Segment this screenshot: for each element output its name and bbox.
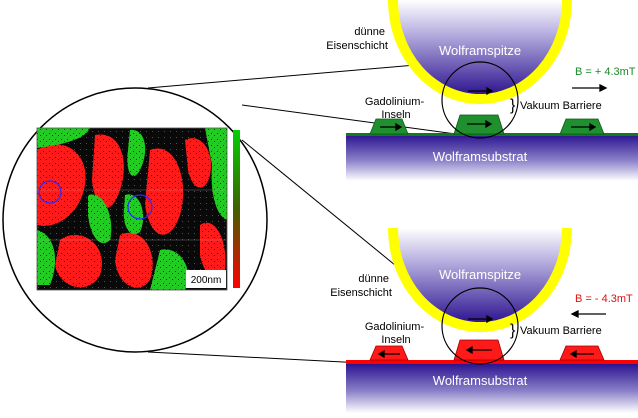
bottom-islands-label: Gadolinium- Inseln <box>365 321 427 346</box>
top-zoom-circle <box>441 61 519 139</box>
top-field-arrow <box>572 83 608 93</box>
top-barrier-brace: } <box>510 97 516 114</box>
bottom-substrate-label: Wolframsubstrat <box>433 373 528 388</box>
top-islands-label: Gadolinium- Inseln <box>365 96 427 121</box>
stm-image: 200nm <box>37 128 227 290</box>
bottom-field-label: B = - 4.3mT <box>575 293 633 305</box>
top-barrier-label: Vakuum Barriere <box>520 100 602 112</box>
top-tip <box>398 0 562 94</box>
marker-circle-right <box>127 194 153 220</box>
bottom-islands-line2: Inseln <box>381 334 410 346</box>
top-thin-layer-line1: dünne <box>354 26 385 38</box>
top-tip-label: Wolframspitze <box>439 43 521 58</box>
bottom-island-3 <box>559 345 605 361</box>
top-field-label: B = + 4.3mT <box>575 66 636 78</box>
top-islands-line1: Gadolinium- <box>365 96 425 108</box>
top-substrate-label: Wolframsubstrat <box>433 149 528 164</box>
top-thin-layer-label: dünne Eisenschicht <box>326 26 388 52</box>
bottom-zoom-circle <box>441 287 519 365</box>
bottom-thin-layer-line2: Eisenschicht <box>330 287 392 299</box>
scale-bar-label: 200nm <box>191 275 222 286</box>
top-panel: Wolframsubstrat Wolframspitze dünne Eise… <box>326 0 638 181</box>
marker-circle-left <box>38 180 62 204</box>
top-islands-line2: Inseln <box>381 109 410 121</box>
bottom-island-1 <box>369 345 409 361</box>
color-scale-bar <box>233 130 240 288</box>
bottom-panel: Wolframsubstrat Wolframspitze dünne Eise… <box>330 228 638 413</box>
bottom-tip <box>398 228 562 322</box>
bottom-tip-label: Wolframspitze <box>439 267 521 282</box>
top-substrate <box>346 135 638 181</box>
bottom-field-arrow <box>570 309 606 319</box>
bottom-thin-layer-line1: dünne <box>358 273 389 285</box>
bottom-barrier-brace: } <box>510 322 516 339</box>
bottom-substrate <box>346 364 638 413</box>
top-thin-layer-line2: Eisenschicht <box>326 40 388 52</box>
bottom-barrier-label: Vakuum Barriere <box>520 325 602 337</box>
bottom-thin-layer-label: dünne Eisenschicht <box>330 273 392 299</box>
bottom-islands-line1: Gadolinium- <box>365 321 425 333</box>
